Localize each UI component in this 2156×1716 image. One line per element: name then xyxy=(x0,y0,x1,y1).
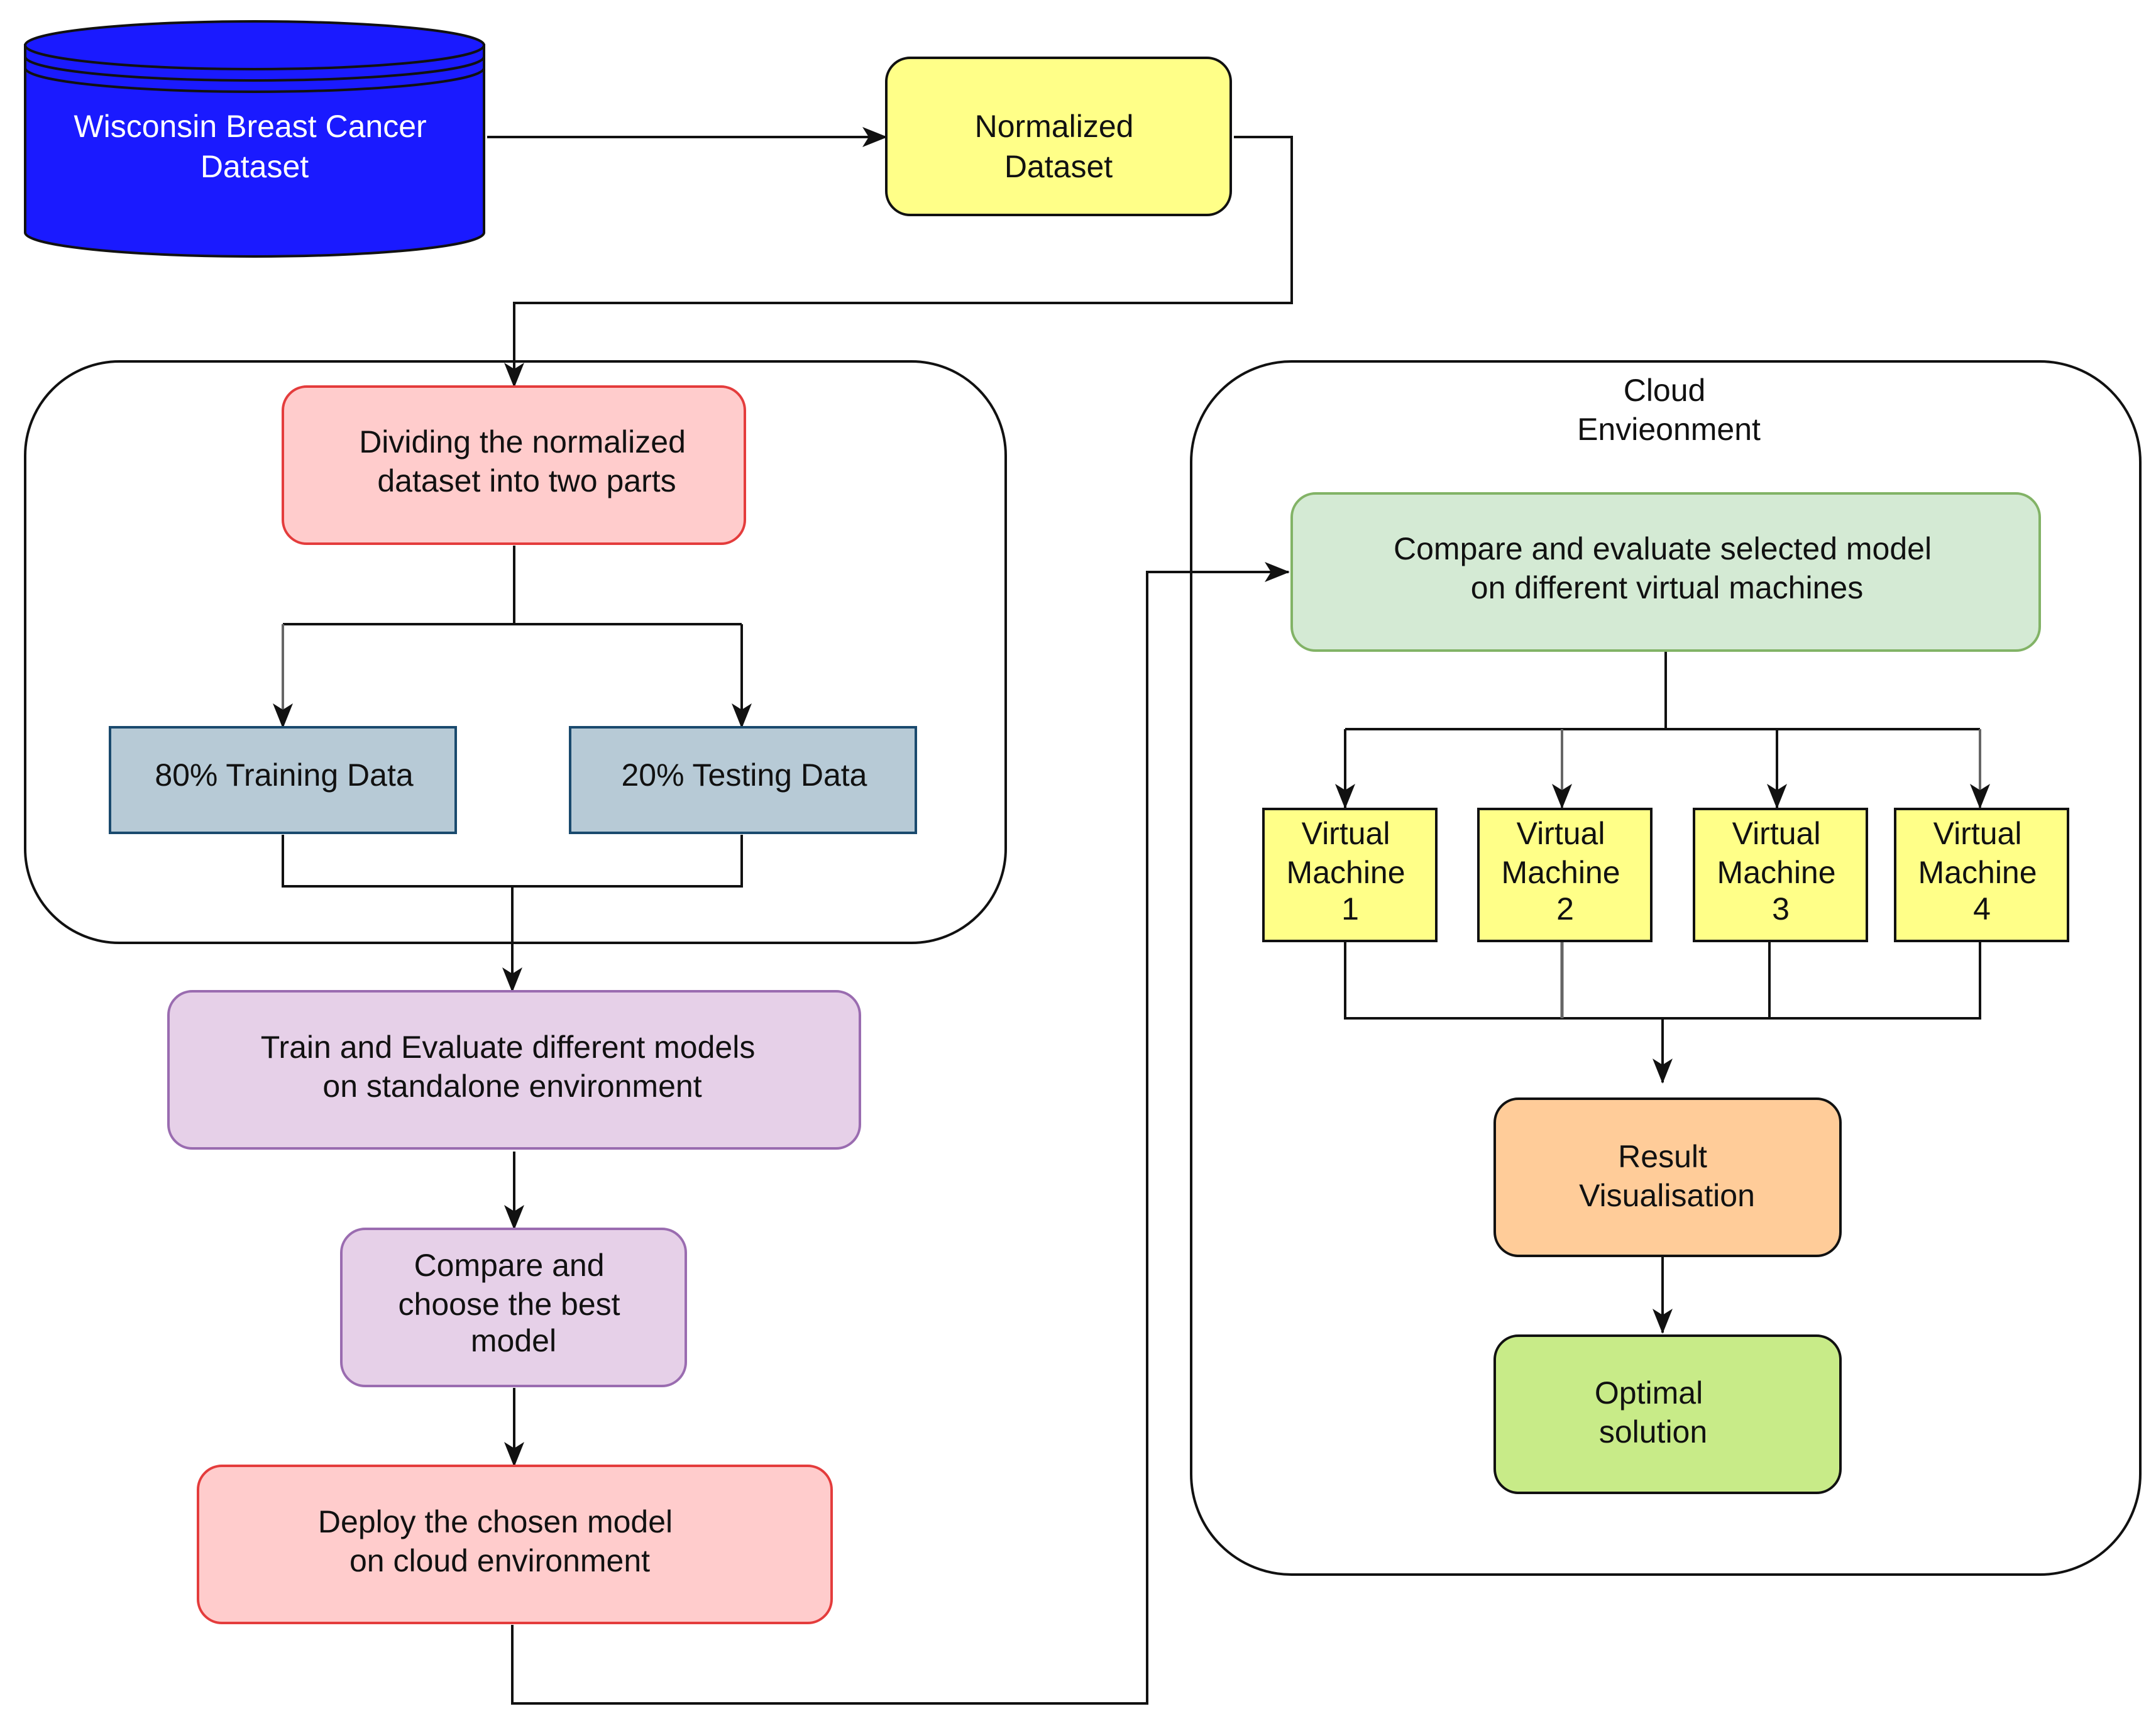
vm1-box xyxy=(1262,808,1438,942)
edge-split-merge xyxy=(282,835,743,991)
dividing-label: Dividing the normalized dataset into two… xyxy=(359,424,695,498)
training-data-label: 80% Training Data xyxy=(155,757,414,793)
vm1-label-line-2: Machine xyxy=(1287,855,1405,890)
vm2-label-line-1: Virtual xyxy=(1517,816,1605,851)
deploy-box xyxy=(197,1465,833,1624)
dividing-label-line-2: dataset into two parts xyxy=(377,463,676,498)
vm4-label-line-2: Machine xyxy=(1918,855,2037,890)
vm4-box xyxy=(1894,808,2069,942)
dataset-label-line-1: Wisconsin Breast Cancer xyxy=(74,109,426,144)
compare-choose-label-line-2: choose the best xyxy=(399,1287,620,1322)
optimal-label-line-2: solution xyxy=(1599,1414,1707,1449)
result-visualisation-label: Result Visualisation xyxy=(1579,1139,1755,1213)
vm1-label-line-3: 1 xyxy=(1341,891,1359,927)
normalized-dataset-label: Normalized Dataset xyxy=(975,109,1143,184)
vm4-label: Virtual Machine 4 xyxy=(1918,816,2046,927)
dataset-label-line-2: Dataset xyxy=(201,149,309,184)
result-label-line-1: Result xyxy=(1618,1139,1707,1174)
vm2-box xyxy=(1477,808,1653,942)
dataset-cylinder: Wisconsin Breast Cancer Dataset xyxy=(24,20,485,258)
vm1-label: Virtual Machine 1 xyxy=(1287,816,1414,927)
training-data-box xyxy=(109,726,457,834)
vm3-label-line-3: 3 xyxy=(1772,891,1790,927)
vm3-label-line-2: Machine xyxy=(1717,855,1836,890)
compare-choose-box xyxy=(340,1228,687,1387)
testing-data-label: 20% Testing Data xyxy=(622,757,867,793)
optimal-solution-box xyxy=(1493,1334,1842,1494)
testing-data-box xyxy=(569,726,917,834)
compare-vms-label-line-2: on different virtual machines xyxy=(1471,570,1863,605)
vm4-label-line-3: 4 xyxy=(1973,891,1991,927)
vm2-label-line-2: Machine xyxy=(1502,855,1620,890)
vm1-label-line-1: Virtual xyxy=(1302,816,1390,851)
edge-dividing-stem xyxy=(283,546,742,625)
cloud-title-line-2: Envieonment xyxy=(1577,412,1761,447)
vm3-box xyxy=(1693,808,1868,942)
compare-vms-label-line-1: Compare and evaluate selected model xyxy=(1394,531,1932,566)
result-visualisation-box xyxy=(1493,1097,1842,1257)
compare-choose-label: Compare and choose the best model xyxy=(399,1248,629,1358)
edge-deploy-to-cloud xyxy=(511,562,1290,1705)
normalized-label-line-1: Normalized xyxy=(975,109,1134,144)
compare-vms-label: Compare and evaluate selected model on d… xyxy=(1394,531,1940,605)
optimal-solution-label: Optimal solution xyxy=(1595,1375,1712,1449)
normalized-label-line-2: Dataset xyxy=(1004,149,1113,184)
dataset-label: Wisconsin Breast Cancer Dataset xyxy=(74,109,435,184)
edge-vms-merge xyxy=(1344,940,1981,1082)
cloud-title-line-1: Cloud xyxy=(1624,373,1706,408)
optimal-label-line-1: Optimal xyxy=(1595,1375,1703,1411)
train-evaluate-label: Train and Evaluate different models on s… xyxy=(261,1030,764,1104)
deploy-label: Deploy the chosen model on cloud environ… xyxy=(318,1504,681,1578)
train-evaluate-box xyxy=(167,990,861,1150)
cloud-environment-container xyxy=(1190,360,2142,1576)
normalized-dataset-box xyxy=(885,57,1232,216)
compare-vms-box xyxy=(1290,492,2041,652)
vm2-label-line-3: 2 xyxy=(1556,891,1574,927)
dividing-box xyxy=(282,385,746,545)
train-evaluate-label-line-2: on standalone environment xyxy=(322,1069,701,1104)
edge-normalized-to-dividing xyxy=(504,136,1293,388)
compare-choose-label-line-1: Compare and xyxy=(414,1248,605,1283)
vm3-label: Virtual Machine 3 xyxy=(1717,816,1845,927)
vm4-label-line-1: Virtual xyxy=(1933,816,2022,851)
deploy-label-line-1: Deploy the chosen model xyxy=(318,1504,673,1539)
vm3-label-line-1: Virtual xyxy=(1732,816,1821,851)
connectors xyxy=(273,127,1990,1705)
vm2-label: Virtual Machine 2 xyxy=(1502,816,1629,927)
deploy-label-line-2: on cloud environment xyxy=(349,1543,650,1578)
edge-compare-vms-stem xyxy=(1345,651,1980,730)
cloud-environment-title: Cloud Envieonment xyxy=(1577,373,1761,447)
train-evaluate-label-line-1: Train and Evaluate different models xyxy=(261,1030,756,1065)
result-label-line-2: Visualisation xyxy=(1579,1178,1755,1213)
dividing-label-line-1: Dividing the normalized xyxy=(359,424,686,459)
compare-choose-label-line-3: model xyxy=(471,1323,556,1358)
